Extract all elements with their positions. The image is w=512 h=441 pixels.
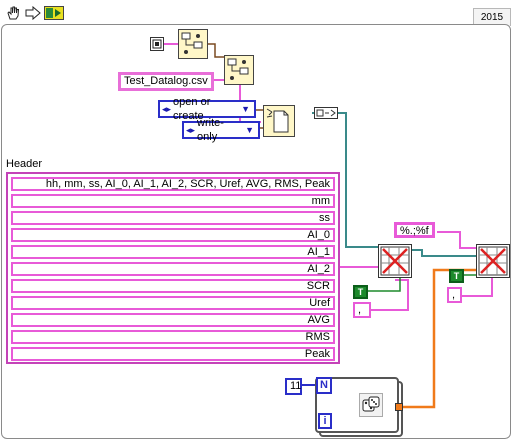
chevron-down-icon[interactable]: ▼ [245,125,254,135]
format-string-constant[interactable]: %.;%f [394,222,435,238]
double-wire [399,268,478,409]
arrow-right-icon[interactable] [24,4,42,22]
open-mode-value: open or create [173,96,211,122]
access-mode-value: write-only [197,117,224,143]
array-element[interactable]: AVG [11,313,335,327]
array-element[interactable]: AI_0 [11,228,335,242]
build-path-icon-2[interactable] [224,55,254,85]
loop-tunnel [395,403,403,411]
array-element[interactable]: Uref [11,296,335,310]
enum-inc-icon[interactable]: ◂▸ [186,125,196,135]
array-element[interactable]: mm [11,194,335,208]
array-element[interactable]: SCR [11,279,335,293]
array-element[interactable]: ss [11,211,335,225]
default-dir-icon[interactable] [150,37,164,51]
highlight-execution-icon[interactable] [43,4,65,22]
bool-true-constant-1[interactable]: T [353,285,368,299]
random-number-dice-icon[interactable] [359,393,383,417]
hand-icon[interactable] [4,4,22,22]
chevron-down-icon[interactable]: ▼ [241,104,250,114]
array-element[interactable]: AI_1 [11,245,335,259]
open-mode-enum[interactable]: ◂▸ open or create ▼ [158,96,256,122]
file-refnum-icon [314,107,338,119]
loop-index-terminal: i [318,413,332,429]
array-element[interactable]: AI_2 [11,262,335,276]
bool-true-constant-2[interactable]: T [449,269,464,283]
header-label: Header [6,158,43,170]
build-path-icon-1[interactable] [178,29,208,59]
open-file-icon[interactable] [263,105,295,137]
enum-inc-icon[interactable]: ◂▸ [162,104,172,114]
array-element[interactable]: RMS [11,330,335,344]
delimiter-constant-1[interactable]: , [353,302,371,318]
write-spreadsheet-icon-2[interactable] [476,244,510,278]
version-tab[interactable]: 2015 [473,8,511,26]
loop-count-constant[interactable]: 11 [285,378,302,395]
write-spreadsheet-icon-1[interactable] [378,244,412,278]
loop-count-terminal[interactable]: N [316,377,332,394]
array-element[interactable]: hh, mm, ss, AI_0, AI_1, AI_2, SCR, Uref,… [11,177,335,191]
access-mode-enum[interactable]: ◂▸ write-only ▼ [182,117,260,143]
delimiter-constant-2[interactable]: , [447,287,462,303]
path-constant[interactable]: Test_Datalog.csv [118,72,214,91]
array-element[interactable]: Peak [11,347,335,361]
header-array[interactable]: hh, mm, ss, AI_0, AI_1, AI_2, SCR, Uref,… [6,172,340,364]
